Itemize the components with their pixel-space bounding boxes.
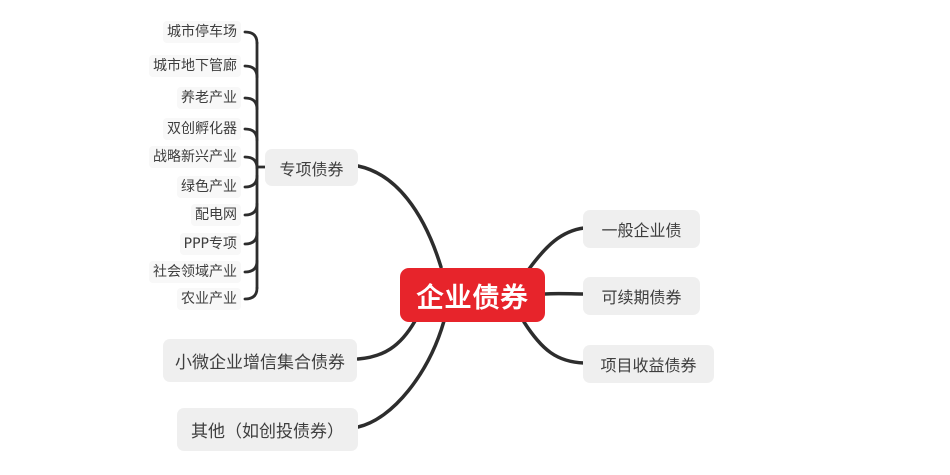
leaf-node-strategic-emerging[interactable]: 战略新兴产业: [149, 146, 241, 168]
leaf-node-elderly-care[interactable]: 养老产业: [177, 87, 241, 109]
leaf-node-underground-utility[interactable]: 城市地下管廊: [149, 55, 241, 77]
leaf-node-social-sector[interactable]: 社会领域产业: [149, 261, 241, 283]
branch-node-renewable-bond[interactable]: 可续期债券: [583, 277, 700, 315]
branch-node-special-bonds[interactable]: 专项债券: [265, 149, 358, 186]
branch-node-sme-credit-enhanced-bond[interactable]: 小微企业增信集合债券: [163, 339, 357, 382]
leaf-node-ppp-special[interactable]: PPP专项: [179, 233, 241, 255]
leaf-node-green-industry[interactable]: 绿色产业: [177, 176, 241, 198]
root-node-corporate-bonds[interactable]: 企业债券: [400, 268, 545, 322]
branch-node-general-corporate-bond[interactable]: 一般企业债: [583, 210, 700, 248]
branch-node-other-bonds[interactable]: 其他（如创投债券）: [177, 408, 358, 451]
branch-edges: [356, 164, 586, 429]
leaf-node-city-parking[interactable]: 城市停车场: [163, 21, 241, 43]
leaf-node-agriculture[interactable]: 农业产业: [177, 288, 241, 310]
leaf-bracket-edges: [243, 30, 268, 301]
branch-node-project-revenue-bond[interactable]: 项目收益债券: [583, 345, 714, 383]
leaf-node-incubator[interactable]: 双创孵化器: [163, 118, 241, 140]
leaf-node-power-grid[interactable]: 配电网: [191, 204, 241, 226]
